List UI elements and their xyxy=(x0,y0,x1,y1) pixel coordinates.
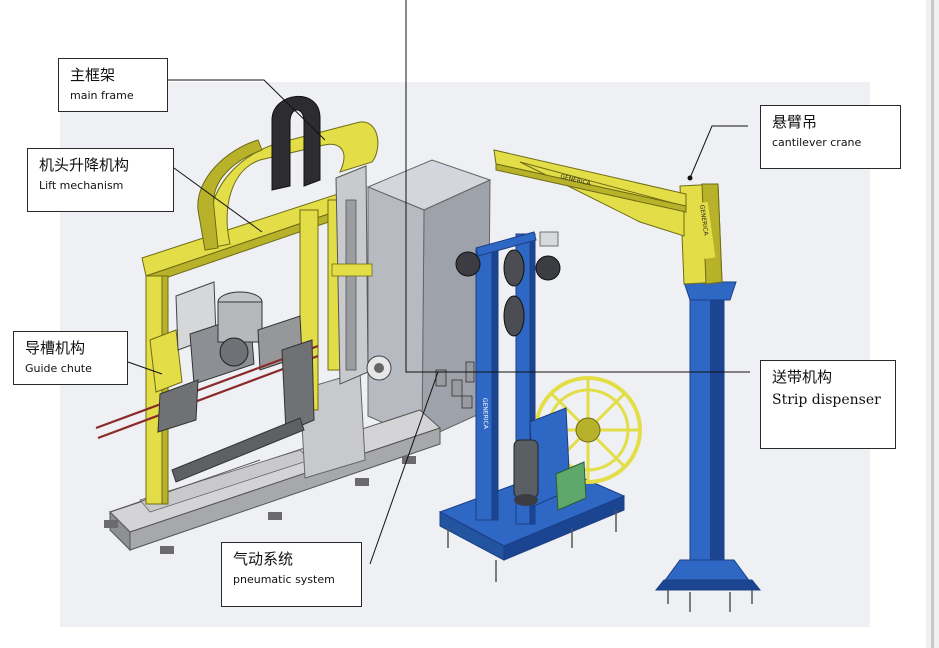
label-strip-dispenser-en: Strip dispenser xyxy=(772,392,881,408)
leader-lines xyxy=(127,0,750,565)
label-cantilever-crane: 悬臂吊 cantilever crane xyxy=(760,105,901,169)
guide-chute-cables xyxy=(95,344,319,440)
strip-rollers xyxy=(455,231,561,337)
label-pneumatic-system: 气动系统 pneumatic system xyxy=(221,542,362,607)
label-guide-chute-en: Guide chute xyxy=(25,362,92,375)
label-guide-chute-zh: 导槽机构 xyxy=(25,339,86,357)
nameplate-crane: GENERICA xyxy=(696,201,716,259)
label-lift-mechanism: 机头升降机构 Lift mechanism xyxy=(27,148,174,212)
label-pneumatic-system-en: pneumatic system xyxy=(233,573,335,586)
lift-column xyxy=(331,165,392,385)
label-main-frame-zh: 主框架 xyxy=(70,66,116,84)
leader-dot xyxy=(687,175,693,181)
svg-text:GENERICA: GENERICA xyxy=(481,398,489,430)
crane-jib xyxy=(493,149,723,285)
reel-hub xyxy=(575,417,601,443)
machine-head xyxy=(175,281,303,385)
electrical-box xyxy=(555,461,587,511)
crane-column xyxy=(654,281,762,612)
main-frame-base xyxy=(104,371,441,554)
label-cantilever-crane-zh: 悬臂吊 xyxy=(772,113,818,131)
label-strip-dispenser: 送带机构 Strip dispenser xyxy=(760,360,896,449)
label-lift-mechanism-en: Lift mechanism xyxy=(39,179,124,192)
label-lift-mechanism-zh: 机头升降机构 xyxy=(39,156,130,174)
nameplate-tower: GENERICA xyxy=(481,398,489,430)
label-main-frame: 主框架 main frame xyxy=(58,58,168,112)
label-pneumatic-system-zh: 气动系统 xyxy=(233,550,294,568)
u-yoke xyxy=(271,95,321,191)
label-cantilever-crane-en: cantilever crane xyxy=(772,136,862,149)
label-main-frame-en: main frame xyxy=(70,89,134,102)
guide-chute-frame xyxy=(157,339,315,483)
svg-text:GENERICA: GENERICA xyxy=(698,204,709,237)
scrollbar-track[interactable] xyxy=(931,0,934,648)
label-strip-dispenser-zh: 送带机构 xyxy=(772,368,833,386)
label-guide-chute: 导槽机构 Guide chute xyxy=(13,331,128,385)
